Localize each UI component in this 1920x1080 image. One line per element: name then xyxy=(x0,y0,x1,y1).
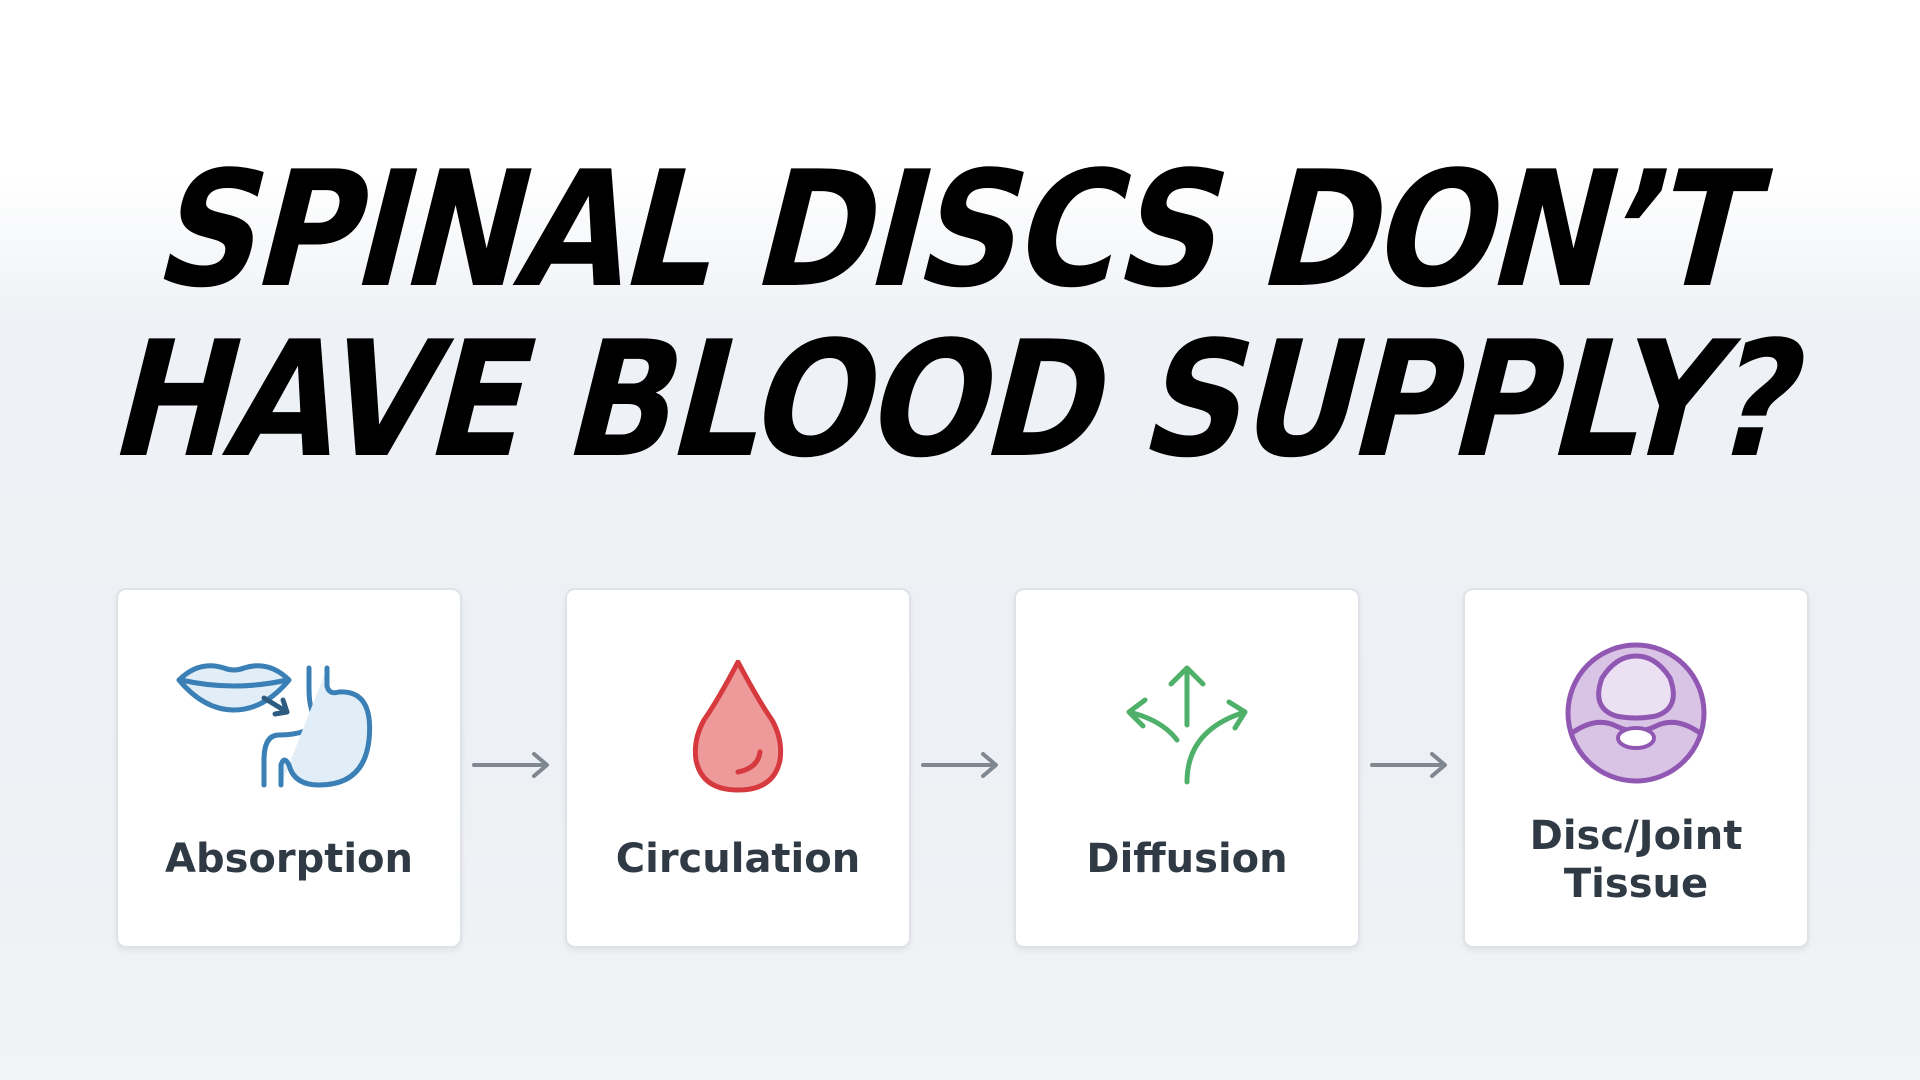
blood-drop-icon xyxy=(692,660,784,793)
diverging-arrows-icon xyxy=(1126,665,1248,785)
step-card-circulation: Circulation xyxy=(565,588,911,948)
title-line-1: SPINAL DISCS DON’T xyxy=(141,136,1779,323)
step-card-diffusion: Diffusion xyxy=(1014,588,1360,948)
step-card-disc-joint-tissue: Disc/Joint Tissue xyxy=(1463,588,1809,948)
step-card-absorption: Absorption xyxy=(116,588,462,948)
step-label: Diffusion xyxy=(1086,836,1288,882)
step-label-line-1: Disc/Joint xyxy=(1529,813,1743,859)
step-label-line-2: Tissue xyxy=(1563,861,1709,907)
arrow-right-icon xyxy=(1370,752,1447,778)
arrow-right-icon xyxy=(921,752,998,778)
mouth-stomach-icon xyxy=(176,663,373,788)
disc-icon xyxy=(1565,642,1707,784)
title-line-2: HAVE BLOOD SUPPLY? xyxy=(97,306,1823,493)
step-label: Circulation xyxy=(615,836,861,882)
arrow-right-icon xyxy=(472,752,549,778)
step-label: Disc/Joint Tissue xyxy=(1465,812,1807,908)
step-label: Absorption xyxy=(164,836,414,882)
